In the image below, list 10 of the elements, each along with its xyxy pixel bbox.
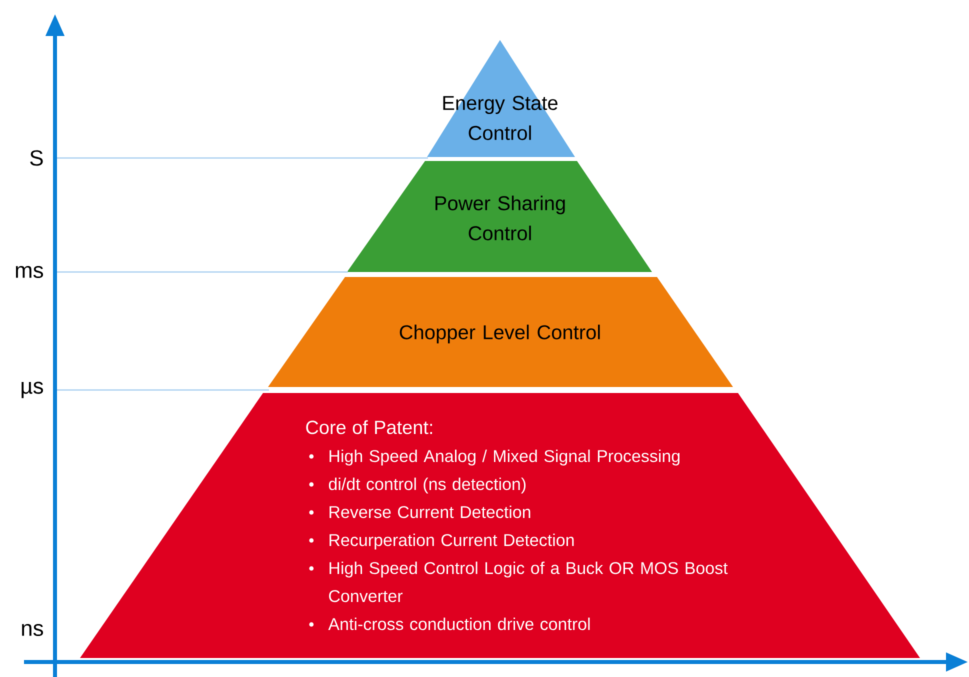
pyramid-layer: Power Sharing Control	[347, 161, 652, 272]
pyramid-layer: Core of Patent: High Speed Analog / Mixed Signal Processing di/dt control (ns detection) Reverse Current Detection Recurperation Current Detection High Speed Control Logic of a Buck OR MOS Boost Converter Anti-cross conduction drive control	[80, 393, 920, 658]
axis-label: S	[30, 150, 43, 166]
guide-line	[57, 389, 269, 391]
pyramid-layer: Chopper Level Control	[268, 277, 733, 387]
guide-line	[57, 271, 348, 273]
axis-label: ms	[16, 266, 44, 278]
guide-line	[57, 157, 428, 159]
axis-label: ns	[22, 624, 44, 636]
axis-label: µs	[22, 382, 44, 398]
